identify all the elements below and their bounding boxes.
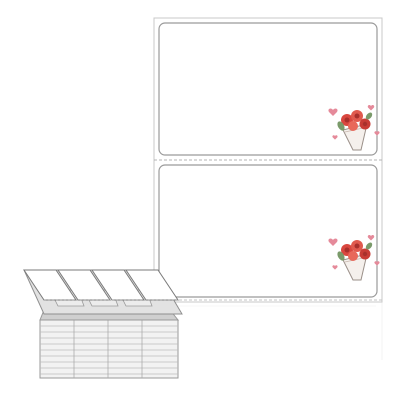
fanfold-label-stack bbox=[23, 269, 183, 379]
fanfold-top-labels bbox=[23, 269, 179, 301]
sheet-reflection bbox=[153, 302, 383, 360]
label-1 bbox=[158, 22, 378, 156]
fanfold-stack-layers bbox=[39, 319, 179, 379]
label-2 bbox=[158, 164, 378, 298]
